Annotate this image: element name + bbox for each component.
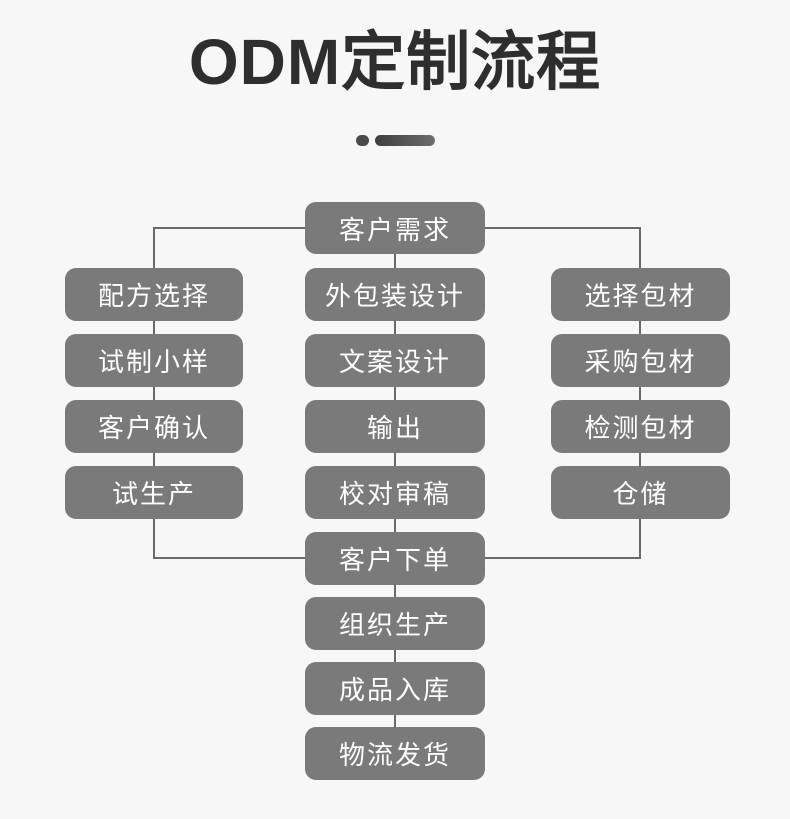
node-trial-sample: 试制小样: [65, 334, 243, 387]
node-customer-order: 客户下单: [305, 532, 485, 585]
node-copy-design: 文案设计: [305, 334, 485, 387]
divider-dot: [355, 135, 369, 146]
node-logistics-shipping: 物流发货: [305, 727, 485, 780]
node-organize-production: 组织生产: [305, 597, 485, 650]
node-warehousing: 仓储: [551, 466, 730, 519]
node-formula-selection: 配方选择: [65, 268, 243, 321]
node-customer-confirmation: 客户确认: [65, 400, 243, 453]
node-trial-production: 试生产: [65, 466, 243, 519]
node-output: 输出: [305, 400, 485, 453]
node-customer-demand: 客户需求: [305, 202, 485, 254]
node-select-packaging: 选择包材: [551, 268, 730, 321]
node-finished-goods-storage: 成品入库: [305, 662, 485, 715]
node-proofreading: 校对审稿: [305, 466, 485, 519]
node-purchase-packaging: 采购包材: [551, 334, 730, 387]
title-divider: [0, 135, 790, 146]
node-packaging-design: 外包装设计: [305, 268, 485, 321]
node-inspect-packaging: 检测包材: [551, 400, 730, 453]
page-title: ODM定制流程: [188, 26, 602, 98]
divider-bar: [374, 135, 435, 146]
